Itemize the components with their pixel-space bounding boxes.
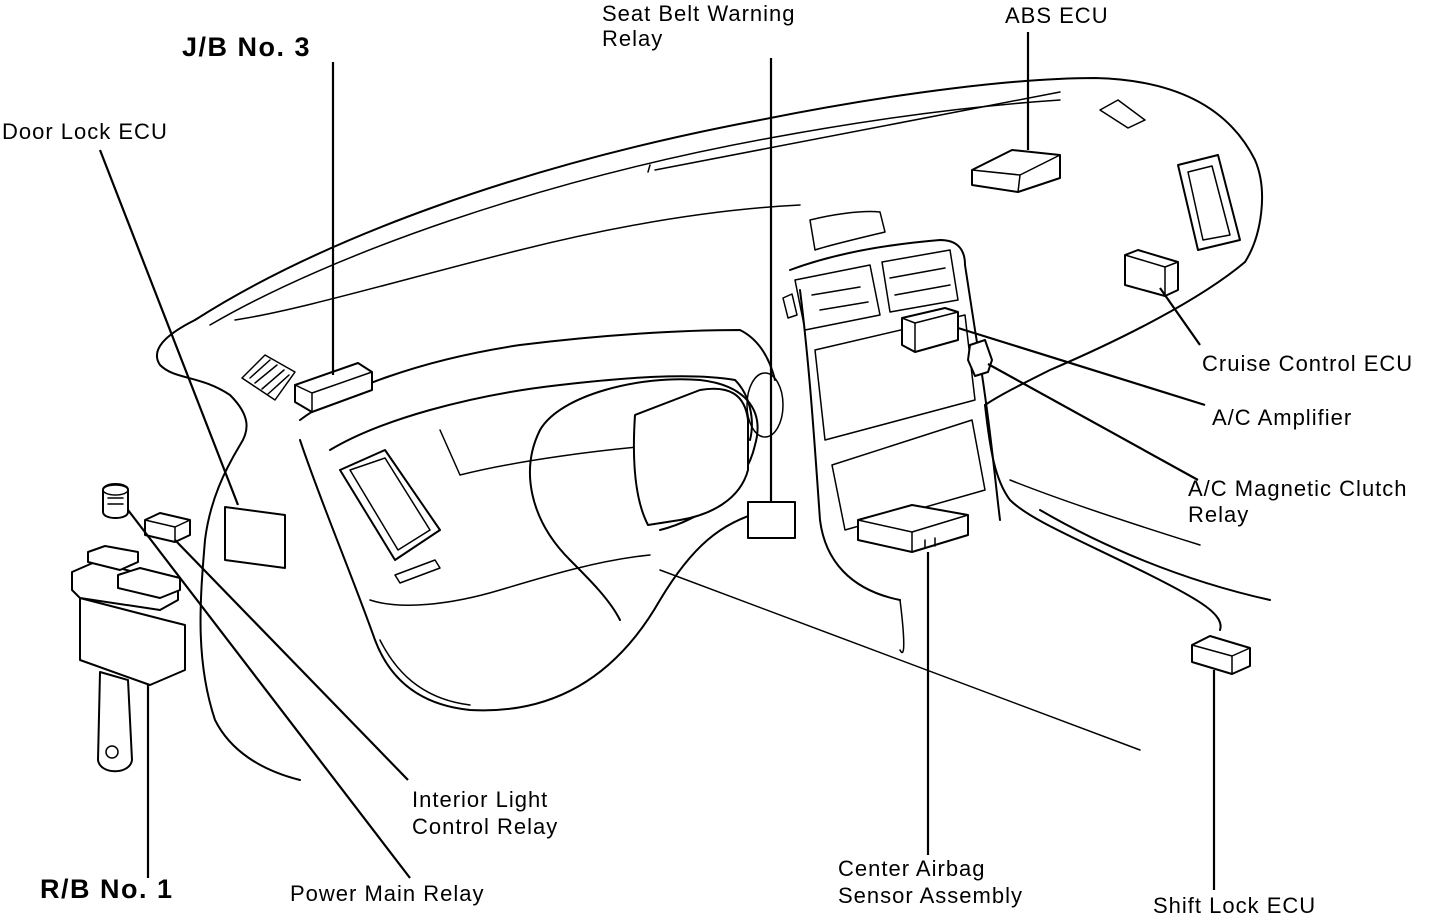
label-seat-belt-warning-relay-line1: Seat Belt Warning <box>602 1 796 26</box>
label-ac-magnetic-clutch-relay-line2: Relay <box>1188 502 1250 527</box>
right-vent-inner <box>1187 165 1231 241</box>
shift-lock-ecu-shape <box>1191 635 1251 675</box>
left-lower-panel <box>339 449 441 561</box>
center-airbag-sensor-shape <box>857 504 969 553</box>
label-power-main-relay: Power Main Relay <box>290 881 485 906</box>
leader-interior-light <box>174 539 409 781</box>
leader-power-main <box>127 509 411 879</box>
jb-no3-shape <box>294 362 373 413</box>
interior-light-relay-shape <box>144 512 191 543</box>
lower-dash-inner <box>369 554 651 606</box>
power-main-relay-ribs <box>107 497 124 505</box>
center-stack-left <box>799 289 901 601</box>
right-vent <box>1177 154 1241 251</box>
ac-amplifier-shape <box>901 307 959 353</box>
label-center-airbag-sensor-line2: Sensor Assembly <box>838 883 1023 908</box>
left-lower-slot <box>394 559 441 584</box>
floor-line-1 <box>659 569 1141 751</box>
leader-ac-clutch <box>987 363 1199 481</box>
dash-top-edge <box>194 77 1264 321</box>
floor-line-2 <box>379 639 471 706</box>
interior-light-relay-edges <box>144 519 191 543</box>
center-stack-outline <box>789 239 1001 521</box>
power-main-relay-top <box>102 484 129 496</box>
floor-line-3 <box>1009 479 1201 546</box>
leader-door-lock <box>98 149 240 506</box>
door-lock-ecu-shape <box>224 506 286 569</box>
defroster-slit-1 <box>654 91 1061 171</box>
defroster-vent-right <box>1099 99 1146 129</box>
center-vent-right-slot <box>889 267 951 296</box>
rb-no1-relay-b <box>117 567 181 599</box>
left-lower-panel-inner <box>349 457 431 551</box>
console-floor <box>1039 509 1271 601</box>
dash-left-inner <box>234 204 801 321</box>
clock-housing <box>809 210 886 251</box>
shift-lock-ecu-edges <box>1191 644 1251 675</box>
power-main-relay-shape <box>102 483 129 519</box>
center-vent-left <box>794 264 881 331</box>
center-vent-left-slot <box>811 286 869 311</box>
label-ac-amplifier: A/C Amplifier <box>1212 405 1353 430</box>
abs-ecu-edges <box>971 154 1061 193</box>
steering-hub <box>632 387 749 526</box>
cluster-body <box>329 375 753 451</box>
seat-belt-warning-relay-shape <box>747 501 796 539</box>
lower-dash-sweep <box>299 439 771 712</box>
dash-top-inner <box>209 99 1061 326</box>
dash-left-edge <box>155 319 301 781</box>
leader-ac-amplifier <box>957 326 1206 407</box>
label-door-lock-ecu: Door Lock ECU <box>2 119 168 144</box>
climate-panel <box>831 419 986 531</box>
console-right-edge <box>984 404 1222 631</box>
center-airbag-sensor-edges <box>857 514 969 553</box>
abs-ecu-shape <box>971 149 1061 193</box>
steering-column-boss <box>746 372 784 438</box>
left-air-vent <box>241 354 296 401</box>
label-abs-ecu: ABS ECU <box>1005 3 1109 28</box>
cluster-face <box>439 429 661 476</box>
label-rb-no1: R/B No. 1 <box>40 874 174 904</box>
rb-no1-shape <box>79 597 186 686</box>
label-jb-no3: J/B No. 3 <box>182 32 312 62</box>
label-interior-light-control-relay-line2: Control Relay <box>412 814 559 839</box>
label-seat-belt-warning-relay-line2: Relay <box>602 26 664 51</box>
label-ac-magnetic-clutch-relay-line1: A/C Magnetic Clutch <box>1188 476 1408 501</box>
label-cruise-control-ecu: Cruise Control ECU <box>1202 351 1414 376</box>
defroster-slit-2 <box>647 164 651 173</box>
label-shift-lock-ecu: Shift Lock ECU <box>1153 893 1317 918</box>
dash-right-edge <box>984 261 1246 406</box>
ac-magnetic-clutch-relay-shape <box>967 339 993 377</box>
cruise-control-ecu-edges <box>1124 254 1179 297</box>
label-interior-light-control-relay-line1: Interior Light <box>412 787 549 812</box>
rb-no1-relay-a <box>87 545 139 571</box>
rb-no1-bolt-hole <box>105 745 119 759</box>
ac-amplifier-edges <box>901 311 959 353</box>
leader-cruise-control <box>1159 287 1201 346</box>
label-center-airbag-sensor-line1: Center Airbag <box>838 856 986 881</box>
steering-wheel-lower <box>529 429 621 621</box>
rb-no1-bracket <box>97 671 133 773</box>
console-tunnel-left <box>899 599 905 654</box>
jb-no3-edges <box>294 371 373 413</box>
center-small-switch <box>782 293 798 319</box>
center-vent-right <box>881 249 959 313</box>
